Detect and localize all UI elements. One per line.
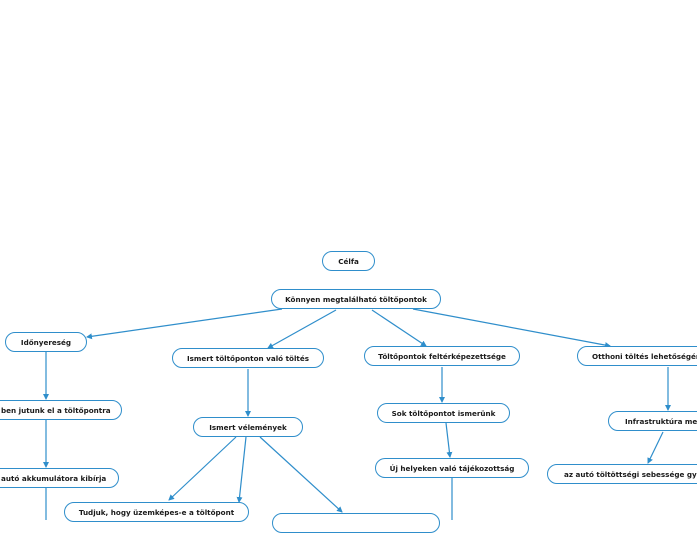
node-time-1[interactable]: ben jutunk el a töltőpontra bbox=[0, 400, 122, 420]
node-goal[interactable]: Könnyen megtalálható töltőpontok bbox=[271, 289, 441, 309]
node-known-1[interactable]: Ismert vélemények bbox=[193, 417, 303, 437]
node-map-1[interactable]: Sok töltőpontot ismerünk bbox=[377, 403, 510, 423]
node-home-label: Otthoni töltés lehetőségén bbox=[592, 351, 697, 361]
edge-goal-home bbox=[412, 308, 611, 349]
node-home[interactable]: Otthoni töltés lehetőségén bbox=[577, 346, 697, 366]
node-known-3[interactable] bbox=[272, 513, 440, 533]
node-known-1-label: Ismert vélemények bbox=[209, 422, 287, 432]
node-time-2[interactable]: autó akkumulátora kibírja bbox=[0, 468, 119, 488]
node-map[interactable]: Töltőpontok feltérképezettsége bbox=[364, 346, 520, 366]
node-map-label: Töltőpontok feltérképezettsége bbox=[378, 351, 506, 361]
node-known-2[interactable]: Tudjuk, hogy üzemképes-e a töltőpont bbox=[64, 502, 249, 522]
edge-goal-map bbox=[371, 309, 427, 347]
node-known-label: Ismert töltőponton való töltés bbox=[186, 353, 310, 363]
node-time-2-label: autó akkumulátora kibírja bbox=[1, 473, 107, 483]
edge-known1-known2 bbox=[168, 436, 237, 501]
node-root-label: Célfa bbox=[338, 256, 359, 266]
node-goal-label: Könnyen megtalálható töltőpontok bbox=[285, 294, 427, 304]
node-known-2-label: Tudjuk, hogy üzemképes-e a töltőpont bbox=[78, 507, 235, 517]
edge-home1-home2 bbox=[647, 431, 664, 464]
edge-known1-mid bbox=[236, 436, 247, 503]
edge-goal-time bbox=[86, 308, 283, 340]
node-map-1-label: Sok töltőpontot ismerünk bbox=[391, 408, 496, 418]
edge-goal-known bbox=[267, 309, 337, 349]
node-home-2[interactable]: az autó töltöttségi sebessége gyor bbox=[547, 464, 697, 484]
node-home-1-label: Infrastruktúra meg bbox=[625, 416, 697, 426]
node-root[interactable]: Célfa bbox=[322, 251, 375, 271]
node-map-2[interactable]: Új helyeken való tájékozottság bbox=[375, 458, 529, 478]
edge-map1-map2 bbox=[445, 422, 453, 458]
node-time-label: Időnyereség bbox=[20, 337, 72, 347]
node-known[interactable]: Ismert töltőponton való töltés bbox=[172, 348, 324, 368]
edge-known1-known3 bbox=[259, 436, 343, 513]
node-time[interactable]: Időnyereség bbox=[5, 332, 87, 352]
node-home-2-label: az autó töltöttségi sebessége gyor bbox=[564, 469, 697, 479]
node-home-1[interactable]: Infrastruktúra meg bbox=[608, 411, 697, 431]
node-map-2-label: Új helyeken való tájékozottság bbox=[389, 463, 515, 473]
mind-map-canvas: Célfa Könnyen megtalálható töltőpontok I… bbox=[0, 251, 697, 533]
node-time-1-label: ben jutunk el a töltőpontra bbox=[1, 405, 111, 415]
connector-lines bbox=[43, 308, 671, 520]
